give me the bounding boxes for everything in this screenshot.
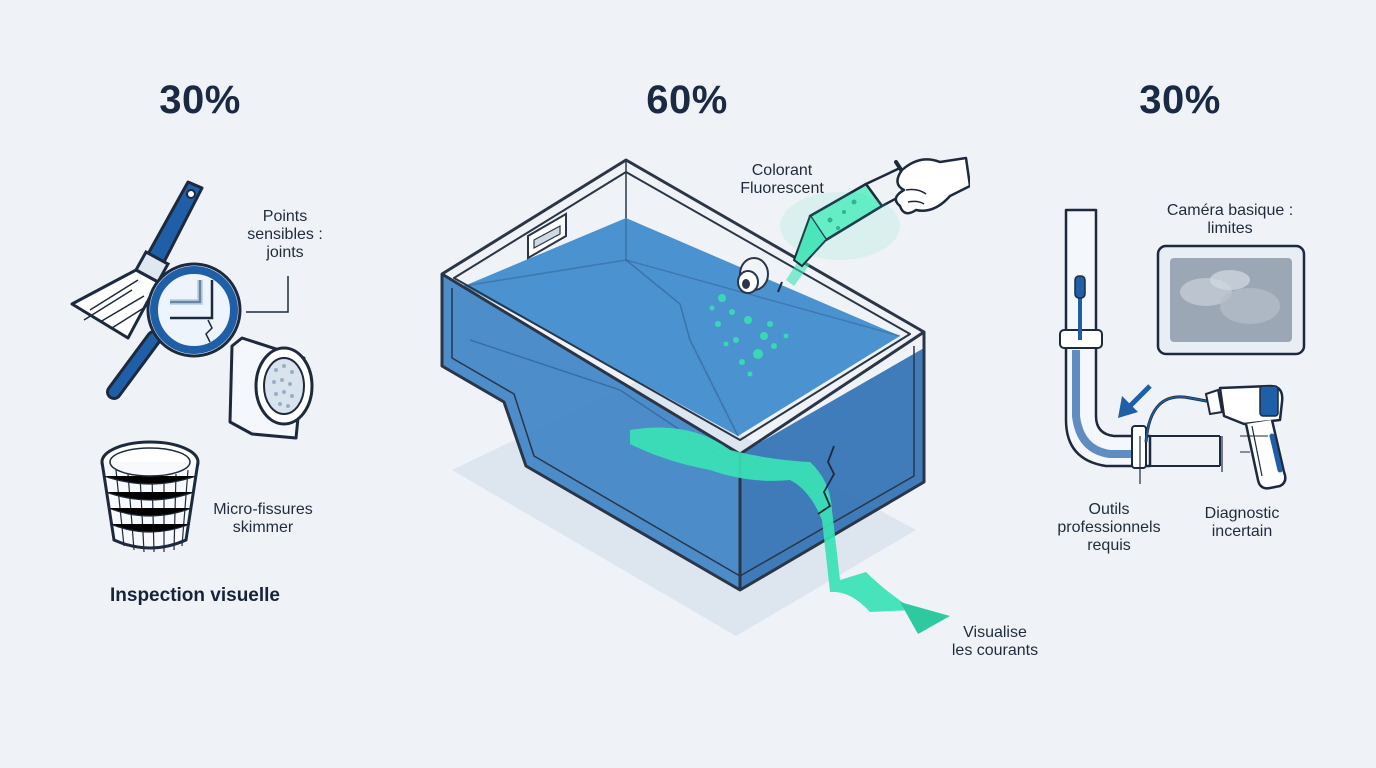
pipe-icon [1059, 208, 1221, 469]
label-professional-tools: Outils professionnels requis [1057, 501, 1161, 554]
label-uncertain-diagnostic: Diagnostic incertain [1204, 505, 1280, 540]
leader-line [246, 276, 289, 313]
professional-tools-illustration [1059, 208, 1306, 490]
left-percent: 30% [159, 78, 241, 122]
label-basic-camera: Caméra basique : limites [1166, 202, 1294, 237]
label-fluorescent-dye: Colorant Fluorescent [740, 162, 824, 197]
center-percent: 60% [646, 78, 728, 122]
pool-left-wall [442, 274, 740, 590]
inspection-camera-device-icon [1204, 384, 1287, 490]
pool-light-icon [228, 336, 314, 440]
section-title-visual-inspection: Inspection visuelle [110, 585, 280, 606]
skimmer-basket-icon [100, 440, 200, 553]
pool-dye-illustration [440, 156, 970, 636]
label-sensitive-points: Points sensibles : joints [247, 208, 323, 261]
right-percent: 30% [1139, 78, 1221, 122]
hand-icon [894, 156, 970, 215]
visual-inspection-illustration [70, 180, 314, 553]
camera-monitor-icon [1156, 244, 1306, 356]
brush-icon [70, 180, 204, 340]
dye-leak-stream [630, 427, 914, 612]
wall-crack [817, 445, 836, 515]
dye-particles [709, 294, 789, 377]
label-visualize-currents: Visualise les courants [951, 624, 1039, 659]
probe-head [1074, 275, 1086, 299]
magnifier-icon [106, 262, 242, 400]
label-micro-cracks: Micro-fissures skimmer [213, 501, 313, 536]
water-surface [464, 218, 900, 436]
leak-arrow-head [900, 602, 950, 634]
return-nozzle-icon [737, 257, 769, 294]
